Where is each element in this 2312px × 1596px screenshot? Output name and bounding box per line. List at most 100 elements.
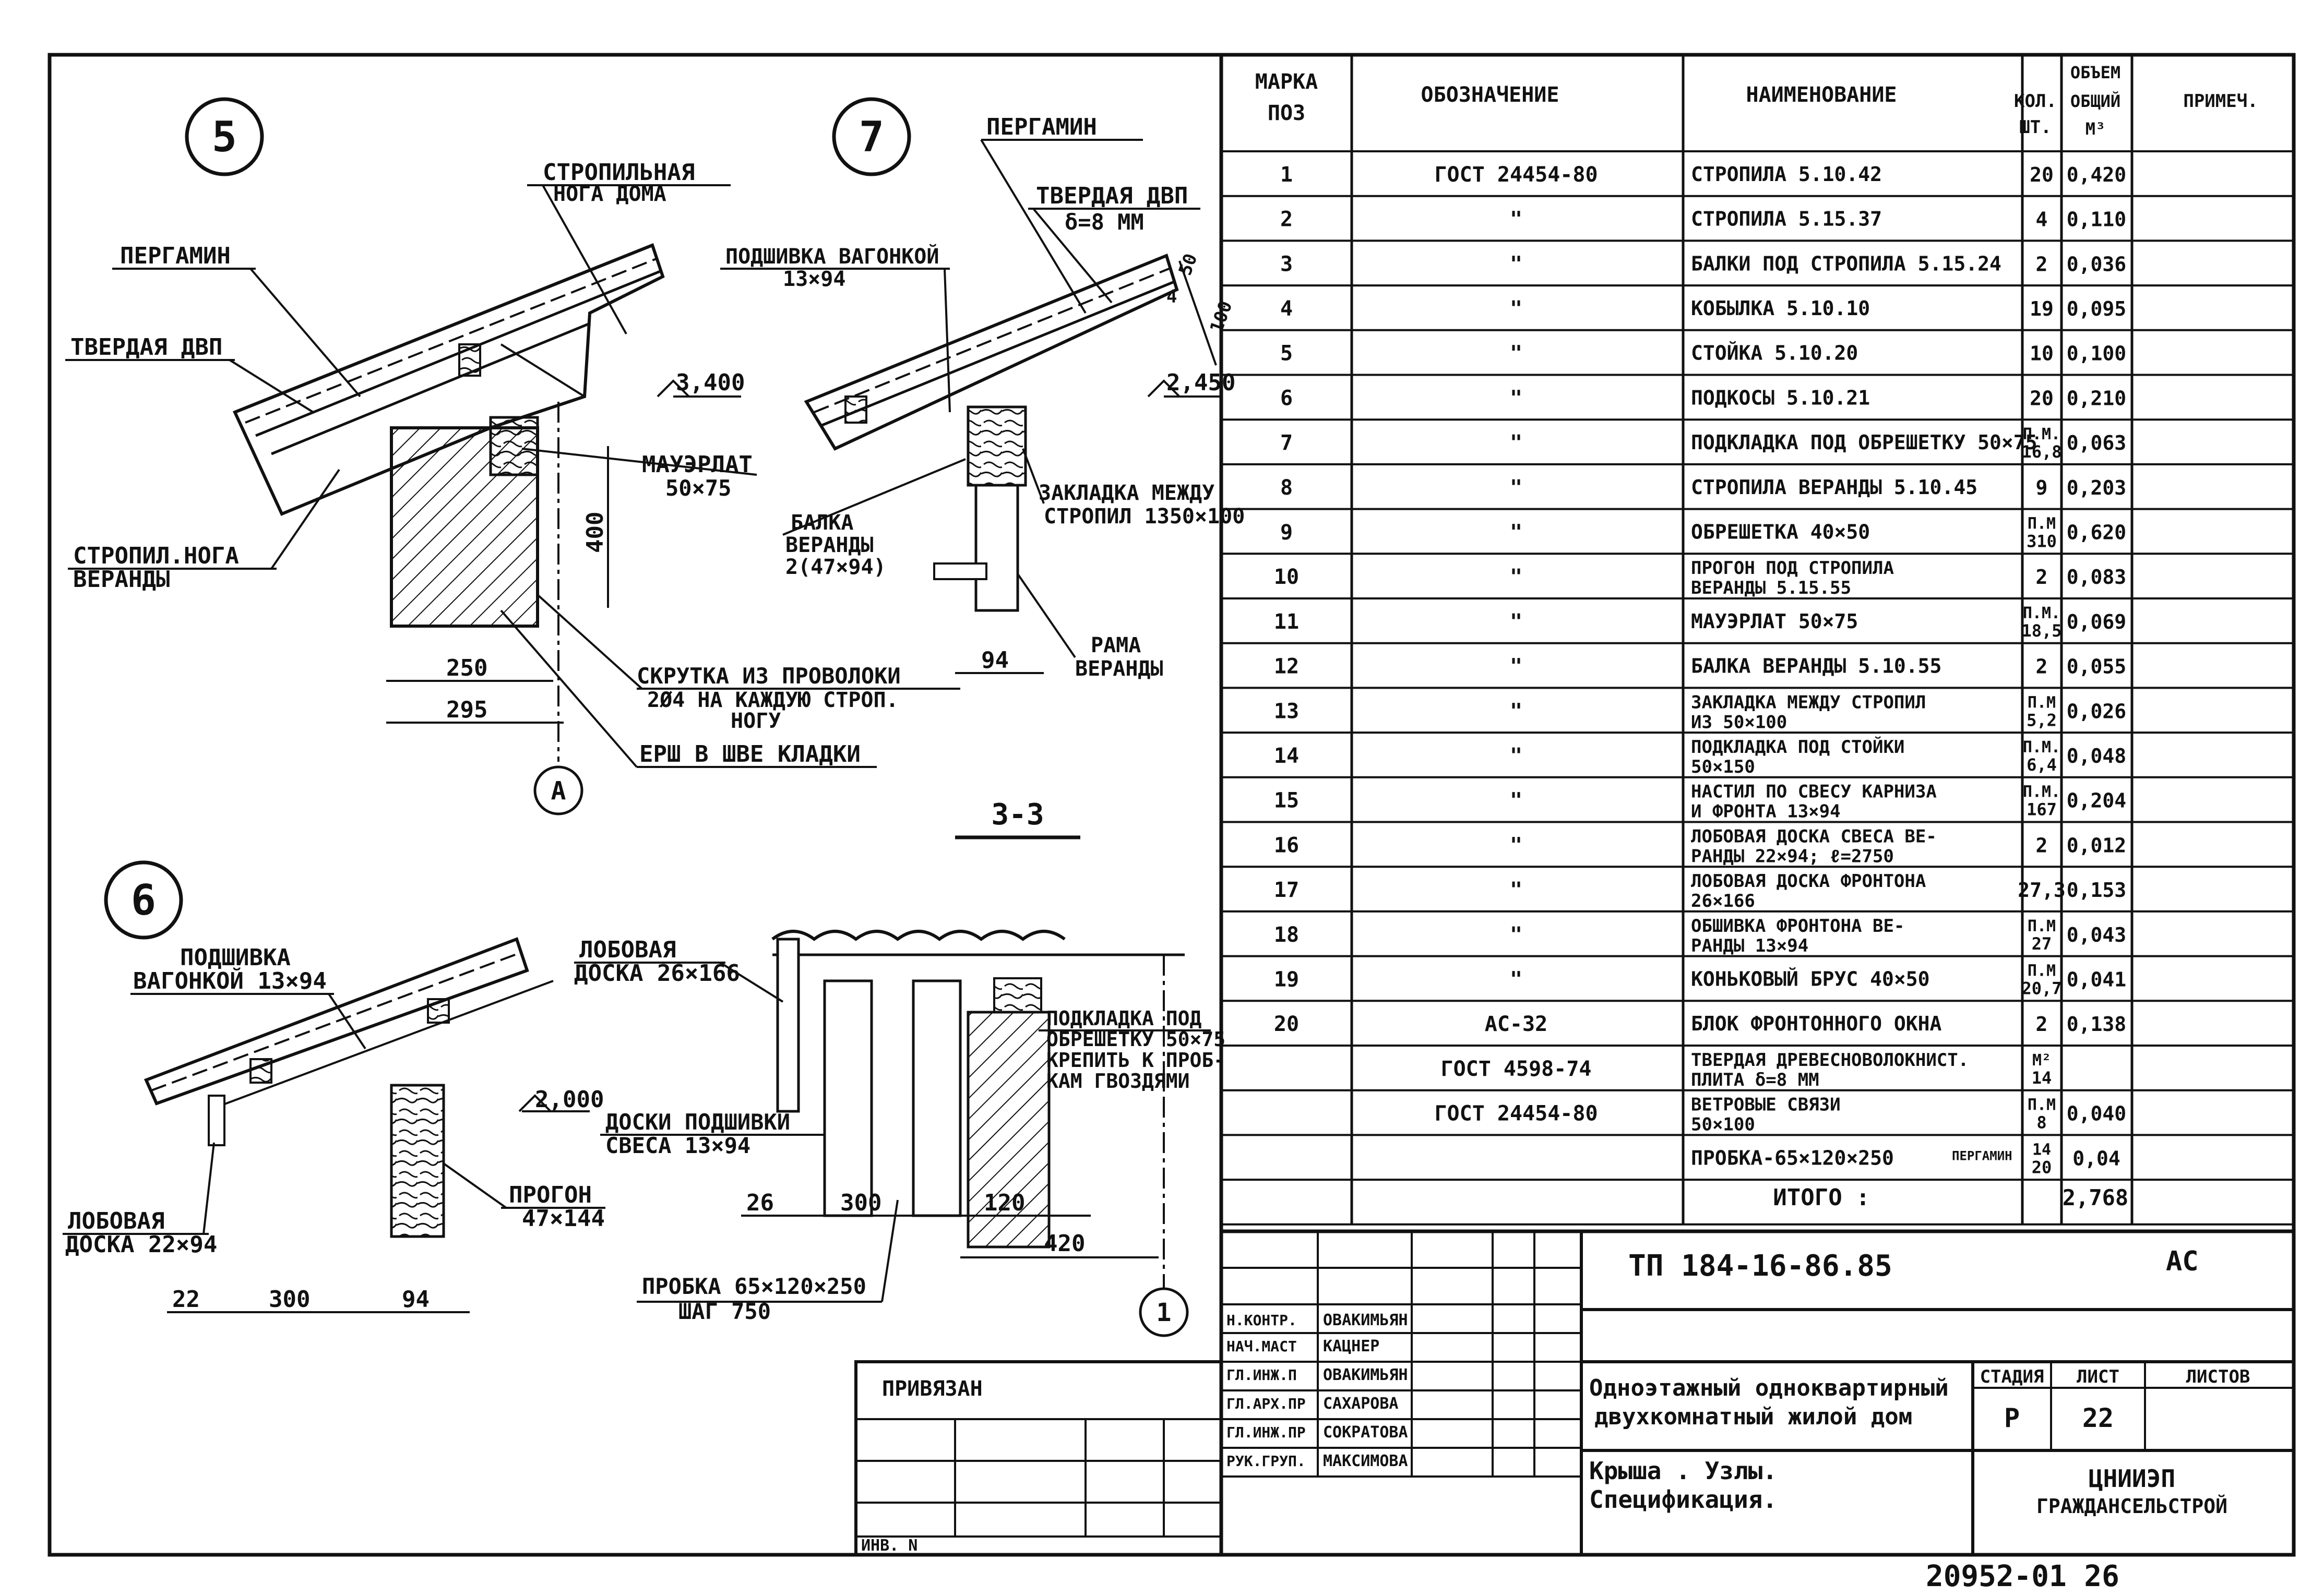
layer-7b bbox=[821, 280, 1175, 427]
label-pad-gable-2: ОБРЕШЕТКУ 50×75 bbox=[1046, 1028, 1225, 1051]
spec-qty: 14 bbox=[2032, 1141, 2051, 1159]
label-veranda-rafter-1: СТРОПИЛ.НОГА bbox=[73, 543, 239, 569]
label-beam-7-1: БАЛКА bbox=[791, 511, 853, 535]
spec-qty: П.М. bbox=[2023, 604, 2060, 622]
detail-7-number: 7 bbox=[859, 113, 884, 161]
spec-pos: 11 bbox=[1274, 610, 1299, 634]
spec-designation: " bbox=[1510, 655, 1522, 679]
level-mark-7 bbox=[1147, 379, 1181, 398]
spec-pos: 15 bbox=[1274, 789, 1299, 813]
spec-qty: 2 bbox=[2036, 655, 2048, 678]
leader-dvp-5b bbox=[229, 359, 314, 413]
header-note: ПРИМЕЧ. bbox=[2183, 91, 2258, 112]
spec-name: ОБШИВКА ФРОНТОНА ВЕ- bbox=[1691, 916, 1904, 937]
spec-qty: 20 bbox=[2030, 163, 2054, 186]
project-code: ТП 184-16-86.85 bbox=[1628, 1249, 1892, 1283]
label-insert-7-2: СТРОПИЛ 1350×100 bbox=[1044, 505, 1245, 529]
spec-row: 16"ЛОБОВАЯ ДОСКА СВЕСА ВЕ-РАНДЫ 22×94; ℓ… bbox=[1274, 826, 2126, 867]
block-6b bbox=[427, 998, 450, 1024]
leader-purlin-6b bbox=[443, 1162, 507, 1209]
org-name-1: ЦНИИЭП bbox=[2089, 1465, 2175, 1493]
role-title: ГЛ.АРХ.ПР bbox=[1226, 1395, 1306, 1412]
label-fascia-gable-2: ДОСКА 26×166 bbox=[574, 960, 740, 987]
leader-pergamin-5b bbox=[249, 268, 361, 398]
spec-name: ТВЕРДАЯ ДРЕВЕСНОВОЛОКНИСТ. bbox=[1691, 1050, 1969, 1071]
label-dim-295: 295 bbox=[446, 697, 487, 723]
detail-5: 5 СТРОПИЛЬНАЯ НОГА ДОМА ПЕРГАМИН ТВЕРДАЯ… bbox=[65, 97, 960, 815]
label-axis-1: 1 bbox=[1157, 1298, 1172, 1327]
stage-value: Р bbox=[2004, 1403, 2020, 1433]
spec-volume: 0,040 bbox=[2067, 1102, 2126, 1125]
layer-6a bbox=[151, 951, 522, 1091]
total-label: ИТОГО : bbox=[1773, 1184, 1869, 1211]
level-mark-5 bbox=[657, 379, 690, 398]
spec-table: МАРКА ПОЗ ОБОЗНАЧЕНИЕ НАИМЕНОВАНИЕ КОЛ. … bbox=[1219, 53, 2296, 1233]
spec-name: ПОДКЛАДКА ПОД СТОЙКИ bbox=[1691, 736, 1904, 758]
leader-insert-7 bbox=[1022, 448, 1045, 504]
label-wire-1: СКРУТКА ИЗ ПРОВОЛОКИ bbox=[637, 663, 901, 689]
spec-qty: 19 bbox=[2030, 297, 2054, 320]
label-insert-7-1: ЗАКЛАДКА МЕЖДУ bbox=[1039, 481, 1214, 505]
role-title: Н.КОНТР. bbox=[1226, 1312, 1297, 1329]
label-dim-94-7: 94 bbox=[981, 647, 1009, 674]
spec-name: КОНЬКОВЫЙ БРУС 40×50 bbox=[1691, 967, 1930, 990]
spec-designation: " bbox=[1510, 520, 1522, 544]
role-title: ГЛ.ИНЖ.П bbox=[1226, 1366, 1297, 1384]
label-dim-26-g: 26 bbox=[746, 1190, 774, 1216]
corrugated-roof bbox=[771, 930, 1066, 941]
spec-pos: 8 bbox=[1280, 476, 1293, 500]
building-title-1: Одноэтажный одноквартирный bbox=[1589, 1375, 1949, 1401]
tied-box bbox=[854, 1360, 1223, 1556]
layer-5a bbox=[234, 244, 653, 414]
label-purlin-6-2: 47×144 bbox=[522, 1205, 605, 1232]
level-mark-6 bbox=[518, 1094, 552, 1112]
spec-pos: 13 bbox=[1274, 699, 1299, 723]
spec-volume: 0,100 bbox=[2067, 342, 2126, 365]
label-soffit-6-2: СВЕСА 13×94 bbox=[605, 1133, 750, 1158]
spec-pos: 18 bbox=[1274, 923, 1299, 947]
spec-volume: 0,420 bbox=[2067, 163, 2126, 186]
spec-volume: 0,203 bbox=[2067, 476, 2126, 499]
layer-5e bbox=[500, 343, 586, 398]
role-row: Н.КОНТР.ОВАКИМЬЯН bbox=[1226, 1311, 1408, 1329]
spec-designation: АС-32 bbox=[1485, 1012, 1547, 1036]
label-hem-7-2: 13×94 bbox=[783, 267, 845, 291]
spec-name: РАНДЫ 13×94 bbox=[1691, 935, 1808, 956]
spec-pos: 17 bbox=[1274, 878, 1299, 902]
label-wire-3: НОГУ bbox=[731, 709, 781, 733]
spec-designation: " bbox=[1510, 610, 1522, 634]
label-dim-300-g: 300 bbox=[840, 1190, 881, 1216]
inv-label: ИНВ. N bbox=[861, 1537, 917, 1555]
sheet-title-2: Спецификация. bbox=[1589, 1485, 1777, 1514]
spec-pos: 20 bbox=[1274, 1012, 1299, 1036]
spec-name: ИЗ 50×100 bbox=[1691, 712, 1787, 733]
spec-volume: 0,012 bbox=[2067, 834, 2126, 857]
label-purlin-6-1: ПРОГОН bbox=[509, 1182, 592, 1208]
label-ruff: ЕРШ В ШВЕ КЛАДКИ bbox=[639, 741, 861, 767]
leader-veranda-rafter-b bbox=[270, 469, 340, 570]
footer-code: 20952-01 26 bbox=[1926, 1559, 2119, 1593]
axis-marker-a bbox=[533, 765, 583, 815]
spec-name: ЛОБОВАЯ ДОСКА СВЕСА ВЕ- bbox=[1691, 826, 1937, 847]
layer-6b bbox=[219, 980, 554, 1107]
gable-stud-2 bbox=[912, 979, 962, 1217]
spec-designation: " bbox=[1510, 386, 1522, 410]
spec-qty: М² bbox=[2032, 1051, 2051, 1070]
leader-wire bbox=[537, 594, 643, 690]
spec-name: 26×166 bbox=[1691, 891, 1755, 911]
spec-designation: " bbox=[1510, 878, 1522, 902]
label-level-5: 3,400 bbox=[676, 369, 745, 396]
spec-name: ПОДКОСЫ 5.10.21 bbox=[1691, 386, 1870, 409]
spec-qty: 27,3 bbox=[2018, 879, 2066, 902]
